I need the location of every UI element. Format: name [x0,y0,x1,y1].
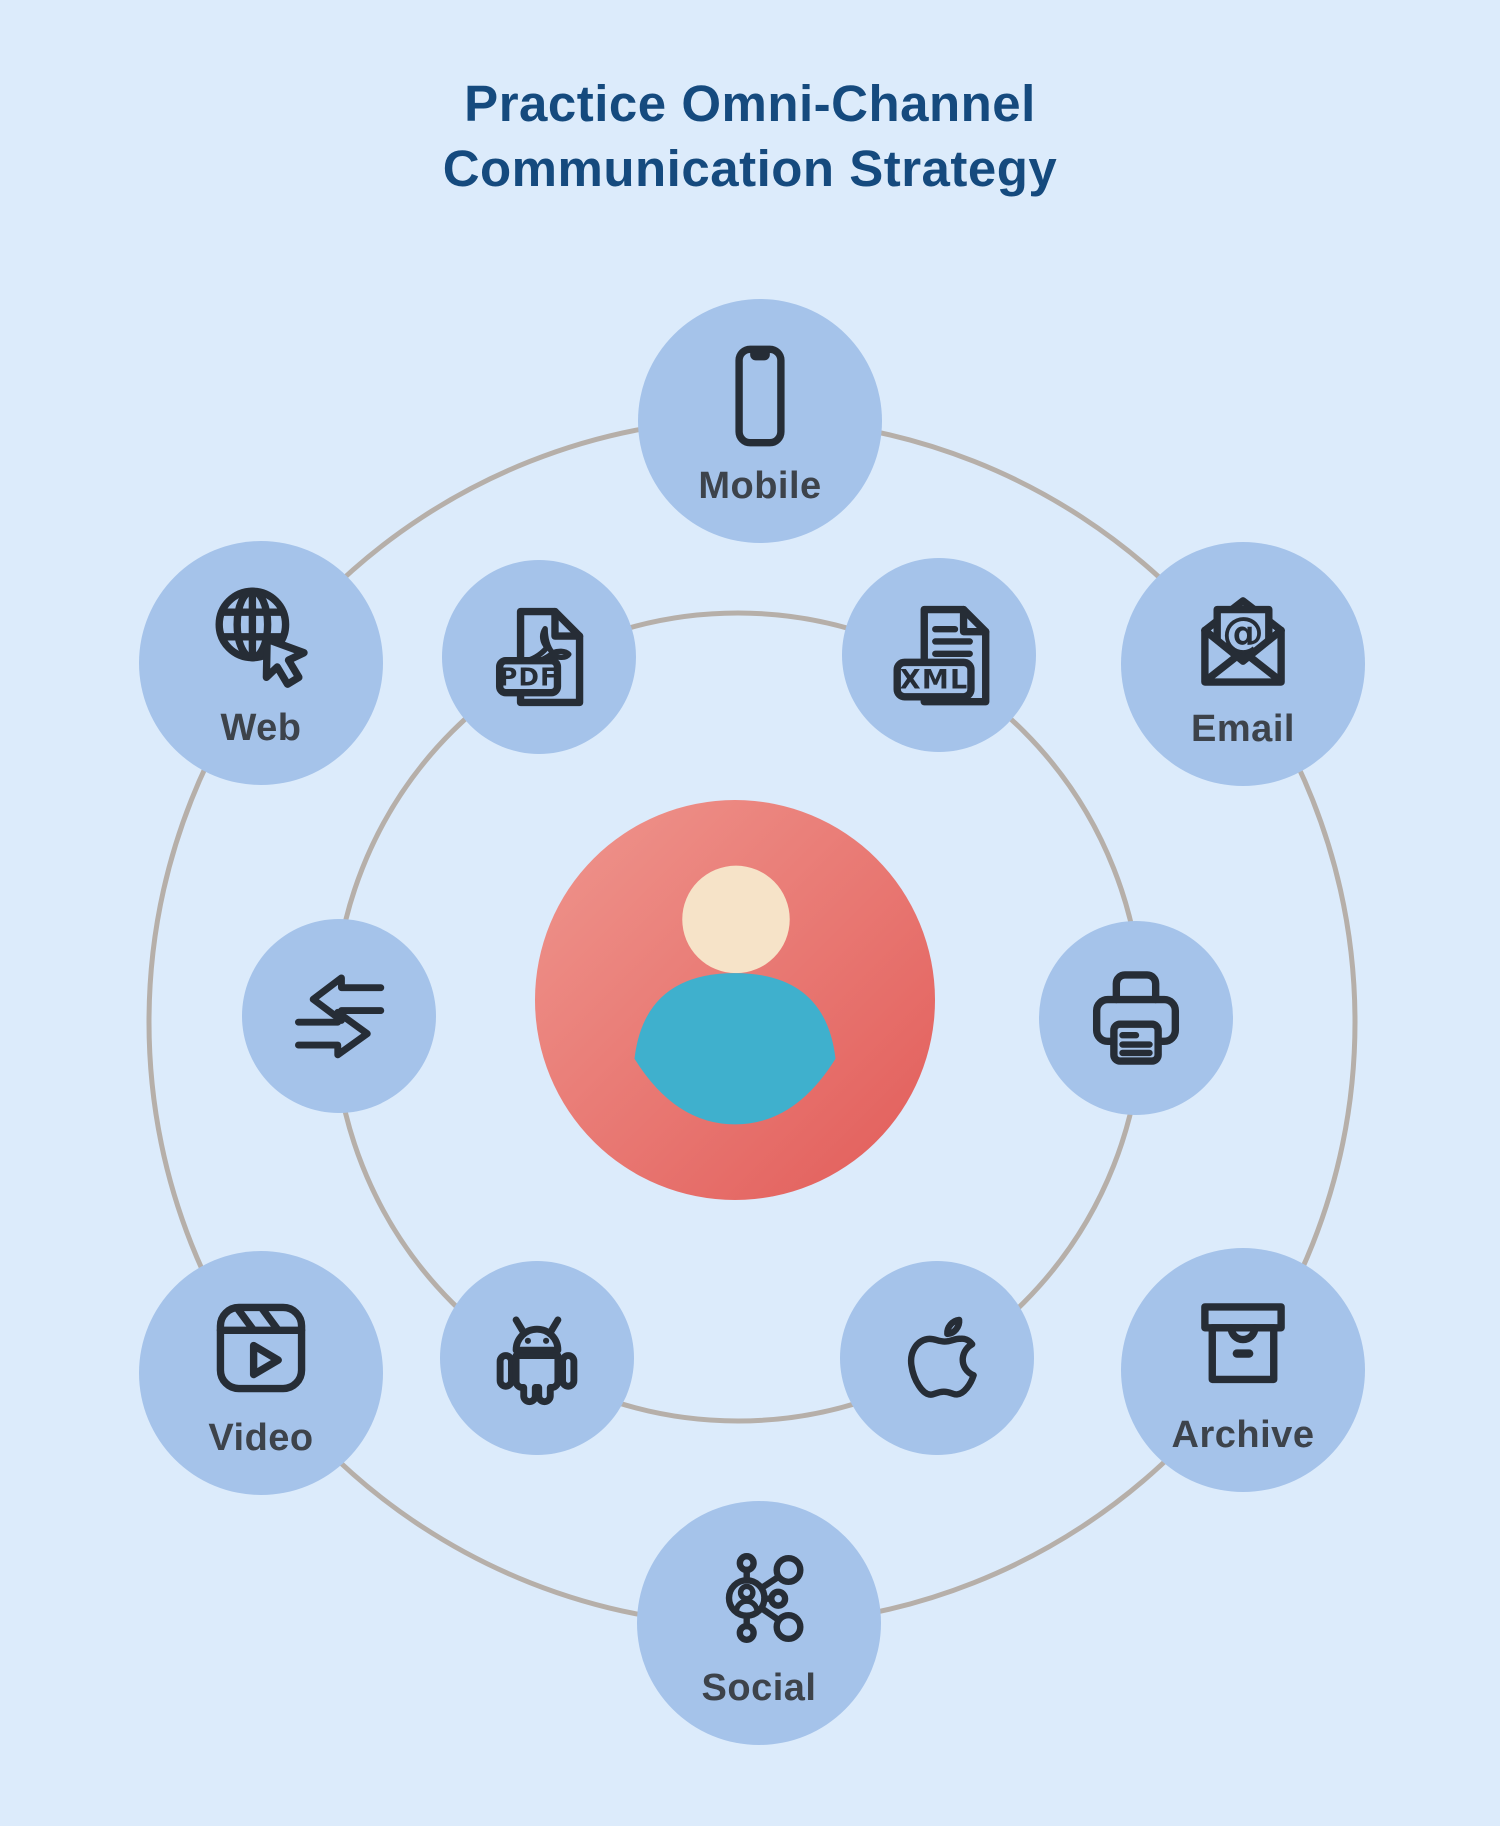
node-email: @ Email [1121,542,1365,786]
video-clapper-icon [202,1289,320,1407]
person-avatar-icon [533,798,937,1202]
apple-logo-icon [878,1299,996,1417]
node-xml: XML [842,558,1036,752]
node-label: Web [220,707,302,749]
pdf-file-icon: PDF [480,598,598,716]
open-email-icon: @ [1184,580,1302,698]
node-printer [1039,921,1233,1115]
page-title-line2: Communication Strategy [442,139,1058,197]
node-transfer [242,919,436,1113]
globe-cursor-icon [202,579,320,697]
pdf-badge-text: PDF [499,662,558,691]
node-label: Email [1191,708,1295,750]
page-title-line1: Practice Omni-Channel [464,75,1036,132]
xml-file-icon: XML [880,596,998,714]
printer-icon [1077,959,1195,1077]
xml-badge-text: XML [900,664,969,695]
page-title: Practice Omni-Channel Communication Stra… [0,72,1500,202]
customer-hub [533,798,937,1202]
social-share-icon [700,1539,818,1657]
node-label: Mobile [698,465,822,507]
transfer-arrows-icon [280,957,398,1075]
node-label: Archive [1171,1414,1315,1456]
android-robot-icon [478,1299,596,1417]
node-mobile: Mobile [638,299,882,543]
node-web: Web [139,541,383,785]
node-apple [840,1261,1034,1455]
node-social: Social [637,1501,881,1745]
node-android [440,1261,634,1455]
node-archive: Archive [1121,1248,1365,1492]
smartphone-icon [701,337,819,455]
node-label: Video [208,1417,314,1459]
node-label: Social [701,1667,817,1709]
node-video: Video [139,1251,383,1495]
archive-box-icon [1184,1286,1302,1404]
node-pdf: PDF [442,560,636,754]
